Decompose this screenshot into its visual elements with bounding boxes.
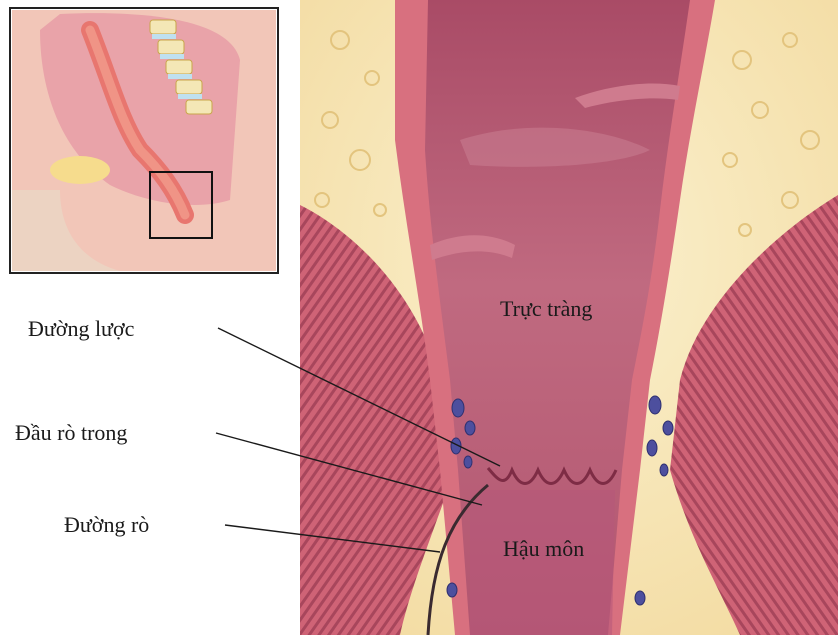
label-fistula-tract: Đường rò — [64, 514, 149, 536]
label-anus: Hậu môn — [503, 538, 584, 560]
label-internal-opening: Đầu rò trong — [15, 422, 127, 444]
label-pectinate-line: Đường lược — [28, 318, 134, 340]
anal-canal — [470, 490, 615, 635]
inset-pelvis-diagram — [10, 8, 278, 273]
label-rectum: Trực tràng — [500, 298, 592, 320]
